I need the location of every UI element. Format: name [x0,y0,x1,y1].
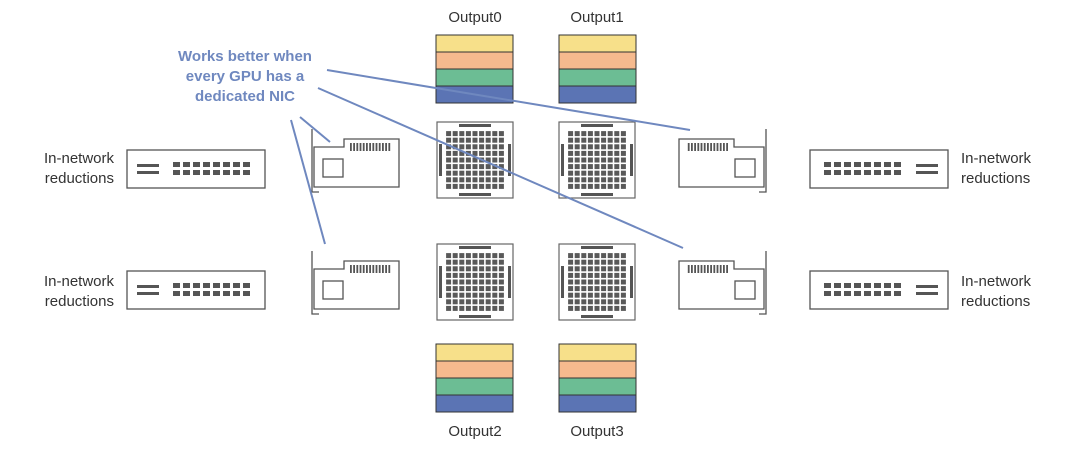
annotation-line-nic-bottom-right [317,87,684,249]
switch-top-right [809,149,949,189]
output3-stack [558,343,637,413]
gpu-bottom-left [436,243,514,321]
output3-stack-layer-3 [558,394,637,413]
output1-stack [558,34,637,104]
annotation-line-nic-bottom-left [290,119,326,245]
output2-stack-layer-1 [435,360,514,379]
output0-stack-layer-0 [435,34,514,53]
switch-top-left [126,149,266,189]
nic-bottom-left [311,251,400,315]
gpu-bottom-right [558,243,636,321]
switch-bottom-right [809,270,949,310]
switch-bottom-left [126,270,266,310]
annotation-line-nic-top-right [326,69,691,131]
nic-bottom-right [678,251,767,315]
output3-stack-layer-0 [558,343,637,362]
output0-stack [435,34,514,104]
gpu-top-right [558,121,636,199]
output1-stack-layer-1 [558,51,637,70]
output0-stack-layer-2 [435,68,514,87]
output3-stack-layer-1 [558,360,637,379]
gpu-top-left [436,121,514,199]
output2-stack-layer-2 [435,377,514,396]
output1-label: Output1 [570,9,624,26]
output1-stack-layer-3 [558,85,637,104]
output1-stack-layer-0 [558,34,637,53]
switch-bottom-right-body [809,270,949,310]
output2-stack [435,343,514,413]
nic-top-right [678,129,767,193]
switch-top-left-body [126,149,266,189]
output0-stack-layer-1 [435,51,514,70]
switch-bottom-left-body [126,270,266,310]
switch-top-right-body [809,149,949,189]
output3-stack-layer-2 [558,377,637,396]
output0-label: Output0 [448,9,502,26]
annotation-line-nic-top-left [299,116,331,143]
output2-stack-layer-3 [435,394,514,413]
output2-label: Output2 [448,423,502,440]
output1-stack-layer-2 [558,68,637,87]
output3-label: Output3 [570,423,624,440]
output2-stack-layer-0 [435,343,514,362]
annotation-text: Works better when every GPU has a dedica… [178,48,312,105]
nic-top-left [311,129,400,193]
